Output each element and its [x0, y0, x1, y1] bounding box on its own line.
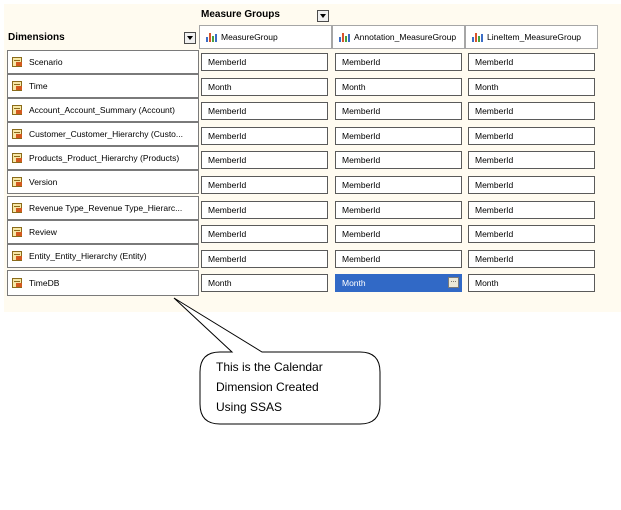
callout-line: Using SSAS [216, 400, 283, 414]
dimension-cube-icon [12, 278, 22, 288]
grid-cell[interactable]: MemberId [335, 250, 462, 268]
dimension-label: Version [29, 177, 58, 187]
dimension-label: Account_Account_Summary (Account) [29, 105, 175, 115]
grid-cell[interactable]: Month [201, 274, 328, 292]
dimension-row-account[interactable]: Account_Account_Summary (Account) [7, 98, 199, 122]
bar-chart-icon [205, 32, 217, 42]
column-header-lineitem-measuregroup[interactable]: LineItem_MeasureGroup [465, 25, 598, 49]
grid-cell[interactable]: MemberId [201, 250, 328, 268]
dimension-label: Entity_Entity_Hierarchy (Entity) [29, 251, 147, 261]
column-header-label: Annotation_MeasureGroup [354, 32, 457, 42]
dimension-cube-icon [12, 227, 22, 237]
grid-cell[interactable]: MemberId [468, 102, 595, 120]
dimension-row-timedb[interactable]: TimeDB [7, 270, 199, 296]
bar-chart-icon [338, 32, 350, 42]
dimension-label: TimeDB [29, 278, 60, 288]
grid-cell-selected[interactable]: Month ... [335, 274, 462, 292]
grid-cell[interactable]: MemberId [201, 176, 328, 194]
dimension-cube-icon [12, 129, 22, 139]
grid-cell[interactable]: MemberId [335, 201, 462, 219]
measure-groups-dropdown-button[interactable] [317, 10, 329, 22]
dimension-row-products[interactable]: Products_Product_Hierarchy (Products) [7, 146, 199, 170]
grid-cell[interactable]: MemberId [468, 53, 595, 71]
grid-cell[interactable]: MemberId [468, 250, 595, 268]
column-header-label: LineItem_MeasureGroup [487, 32, 582, 42]
dimension-label: Time [29, 81, 48, 91]
grid-cell[interactable]: MemberId [468, 176, 595, 194]
measure-groups-title: Measure Groups [201, 9, 280, 20]
ellipsis-button[interactable]: ... [448, 277, 459, 288]
dimension-row-review[interactable]: Review [7, 220, 199, 244]
grid-cell[interactable]: MemberId [201, 225, 328, 243]
callout-line: Dimension Created [216, 380, 319, 394]
grid-cell[interactable]: MemberId [201, 102, 328, 120]
callout-text: This is the Calendar Dimension Created U… [216, 357, 366, 417]
dimension-label: Scenario [29, 57, 63, 67]
grid-cell[interactable]: MemberId [335, 176, 462, 194]
grid-cell[interactable]: MemberId [468, 151, 595, 169]
bar-chart-icon [471, 32, 483, 42]
column-header-annotation-measuregroup[interactable]: Annotation_MeasureGroup [332, 25, 465, 49]
dimensions-title: Dimensions [8, 32, 65, 43]
grid-cell[interactable]: MemberId [335, 225, 462, 243]
dimension-row-revenue-type[interactable]: Revenue Type_Revenue Type_Hierarc... [7, 196, 199, 220]
grid-cell[interactable]: Month [201, 78, 328, 96]
dimension-label: Revenue Type_Revenue Type_Hierarc... [29, 203, 183, 213]
grid-cell[interactable]: MemberId [335, 53, 462, 71]
dimension-row-customer[interactable]: Customer_Customer_Hierarchy (Custo... [7, 122, 199, 146]
grid-cell[interactable]: MemberId [335, 151, 462, 169]
dimension-cube-icon [12, 177, 22, 187]
dimension-label: Customer_Customer_Hierarchy (Custo... [29, 129, 183, 139]
column-header-measuregroup[interactable]: MeasureGroup [199, 25, 332, 49]
dimension-row-version[interactable]: Version [7, 170, 199, 194]
grid-cell[interactable]: Month [335, 78, 462, 96]
grid-cell[interactable]: MemberId [468, 225, 595, 243]
grid-cell[interactable]: MemberId [335, 102, 462, 120]
grid-cell[interactable]: MemberId [201, 201, 328, 219]
dimension-cube-icon [12, 203, 22, 213]
dimension-label: Review [29, 227, 57, 237]
grid-cell[interactable]: MemberId [335, 127, 462, 145]
grid-cell[interactable]: MemberId [468, 127, 595, 145]
grid-cell[interactable]: MemberId [201, 151, 328, 169]
dimension-cube-icon [12, 251, 22, 261]
dimension-label: Products_Product_Hierarchy (Products) [29, 153, 180, 163]
grid-cell[interactable]: MemberId [468, 201, 595, 219]
dimension-row-scenario[interactable]: Scenario [7, 50, 199, 74]
callout-line: This is the Calendar [216, 360, 323, 374]
grid-cell[interactable]: Month [468, 78, 595, 96]
dimension-cube-icon [12, 153, 22, 163]
grid-cell[interactable]: MemberId [201, 127, 328, 145]
grid-cell-value: Month [342, 278, 366, 288]
dimension-cube-icon [12, 57, 22, 67]
dimension-cube-icon [12, 81, 22, 91]
dimension-row-time[interactable]: Time [7, 74, 199, 98]
dimension-row-entity[interactable]: Entity_Entity_Hierarchy (Entity) [7, 244, 199, 268]
callout-shape [173, 297, 381, 425]
dimensions-dropdown-button[interactable] [184, 32, 196, 44]
dimension-cube-icon [12, 105, 22, 115]
grid-cell[interactable]: Month [468, 274, 595, 292]
grid-cell[interactable]: MemberId [201, 53, 328, 71]
column-header-label: MeasureGroup [221, 32, 278, 42]
